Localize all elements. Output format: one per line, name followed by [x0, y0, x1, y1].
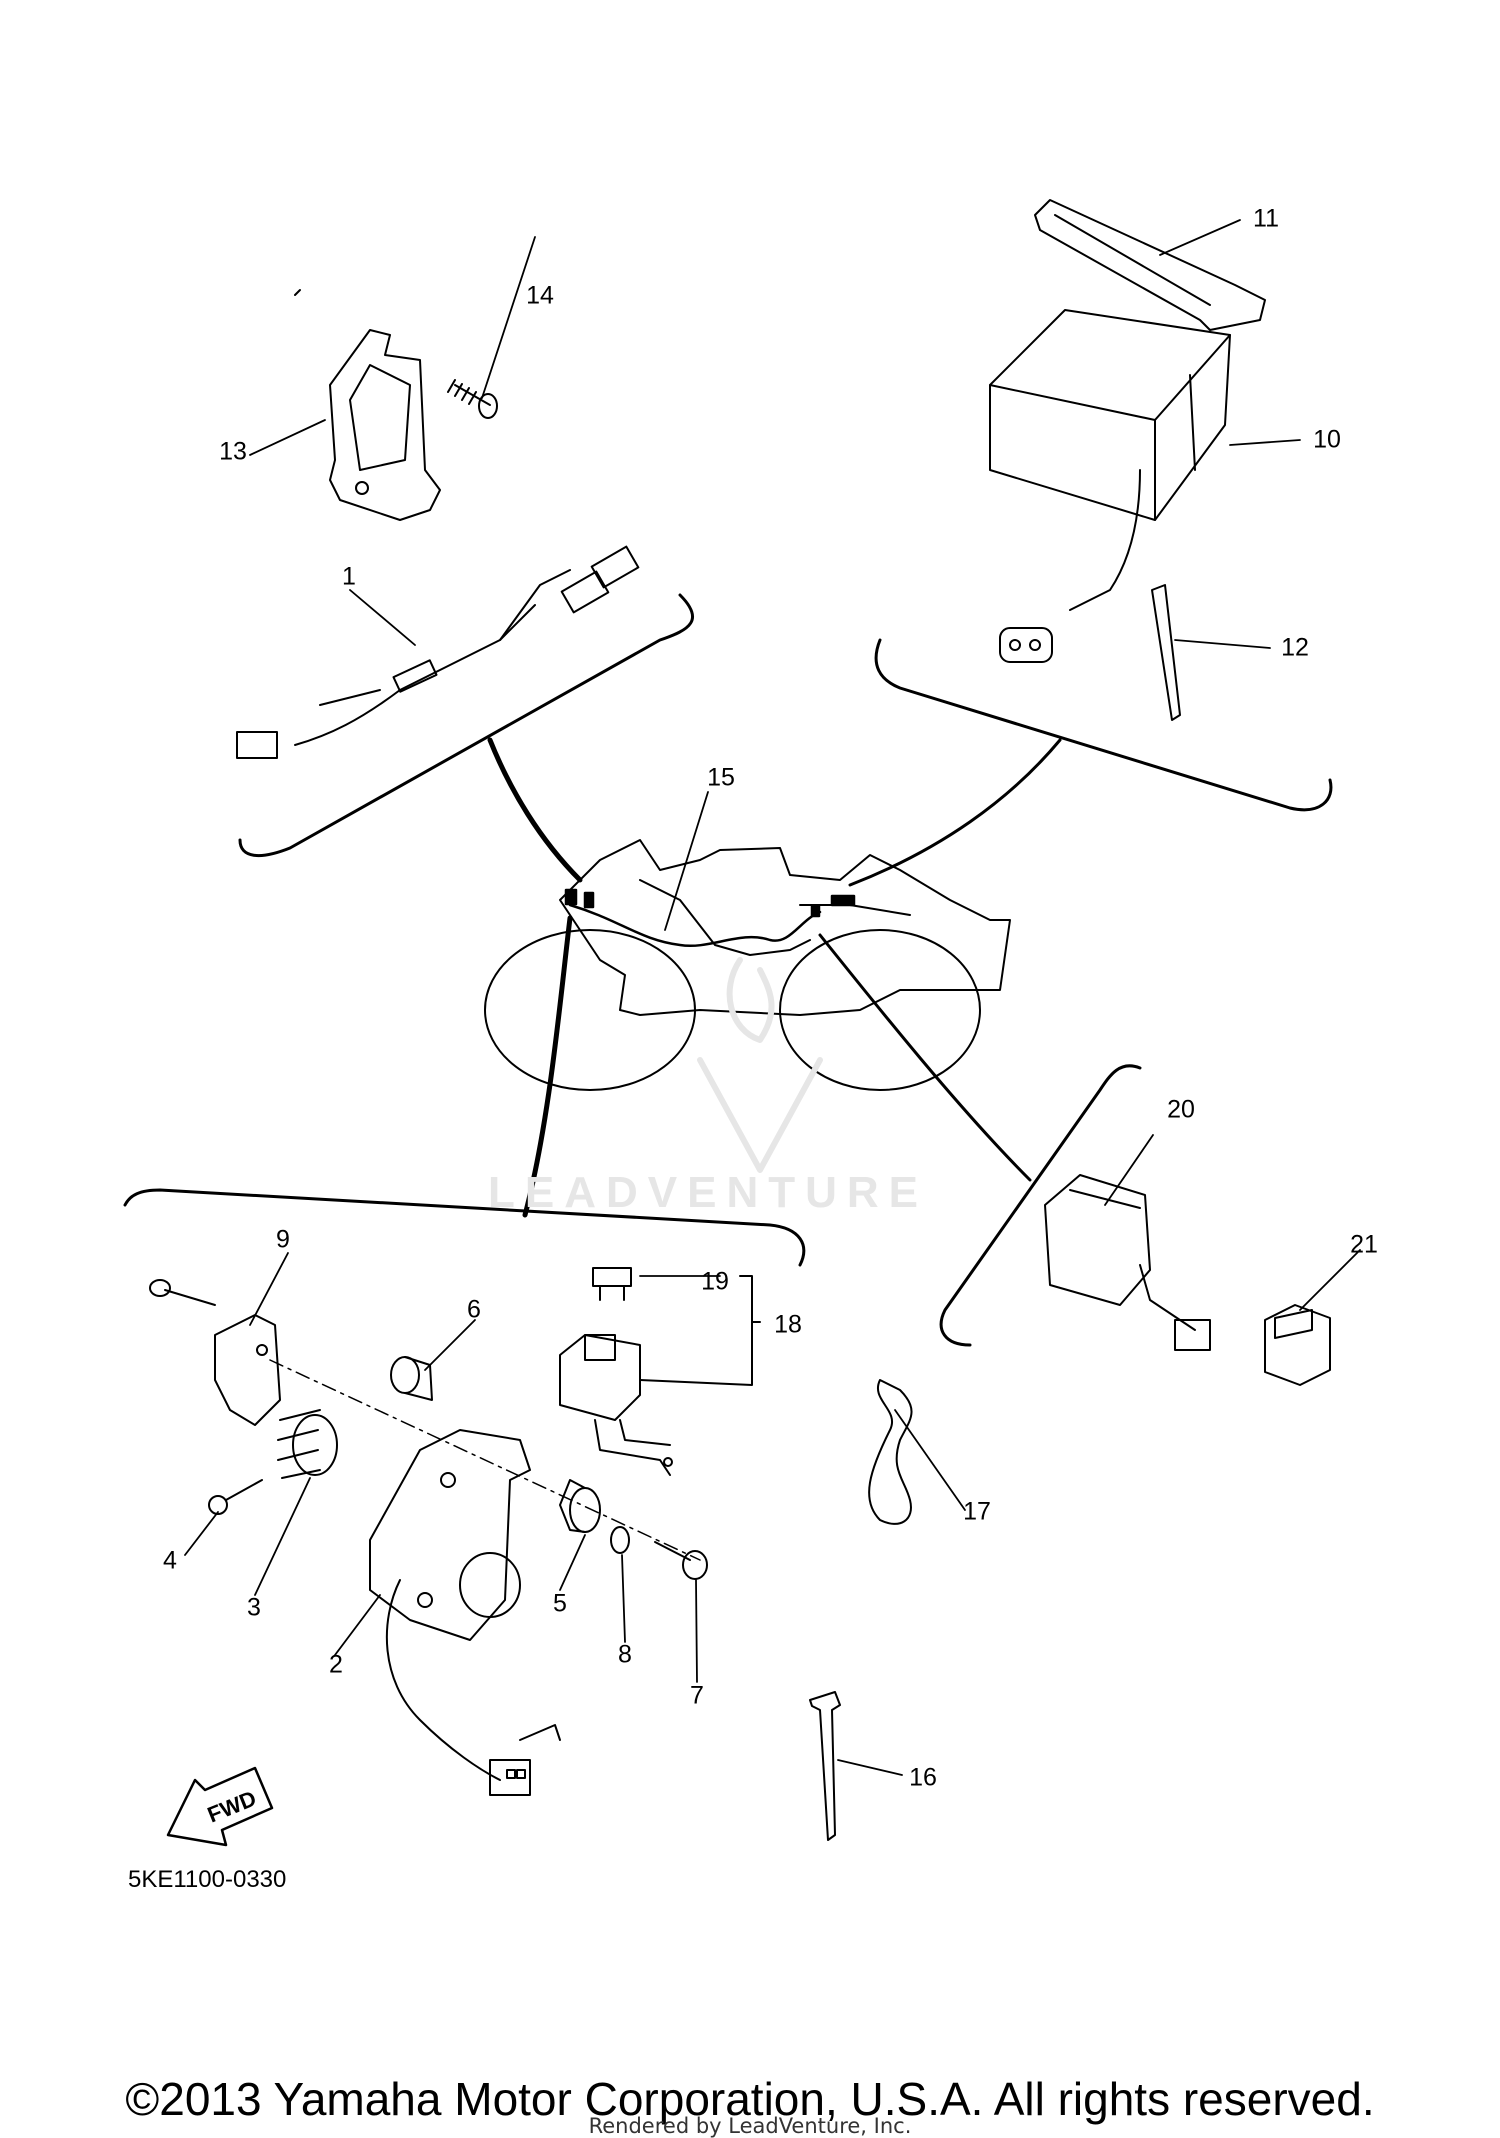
detail-panel-upper-right: [848, 638, 1333, 887]
callout-15[interactable]: 15: [707, 763, 735, 792]
watermark-text: LEADVENTURE: [488, 1168, 929, 1217]
collar-6-part: [390, 1356, 433, 1401]
callout-1[interactable]: 1: [342, 562, 356, 591]
cable-tie-16-part: [809, 1691, 841, 1841]
callout-8[interactable]: 8: [618, 1640, 632, 1669]
rendered-by-credit: Rendered by LeadVenture, Inc.: [588, 2114, 912, 2138]
relay-18-part: [559, 1334, 673, 1476]
harness-connector-a: [564, 888, 578, 906]
watermark-logo: [697, 957, 823, 1173]
wire-harness: [568, 903, 822, 948]
callout-18[interactable]: 18: [774, 1310, 802, 1339]
callout-10[interactable]: 10: [1313, 425, 1341, 454]
rectifier-regulator-part: [294, 289, 441, 521]
ignition-coil-20-part: [1044, 1174, 1211, 1351]
harness-connector-b: [583, 891, 595, 909]
callout-11[interactable]: 11: [1253, 204, 1279, 233]
detail-panel-lower-left: [123, 915, 806, 1267]
callout-14[interactable]: 14: [526, 281, 554, 310]
callout-19[interactable]: 19: [701, 1267, 729, 1296]
callout-13[interactable]: 13: [219, 437, 247, 466]
callout-6[interactable]: 6: [467, 1295, 481, 1324]
diagram-code: 5KE1100-0330: [128, 1866, 287, 1893]
harness-connector-d: [830, 894, 856, 907]
relay-2-part: [369, 1429, 561, 1796]
bracket-18: [639, 1275, 761, 1386]
fuse-19-part: [592, 1267, 632, 1301]
holder-9-part: [149, 1279, 281, 1426]
washer-8-part: [610, 1526, 630, 1554]
callout-7[interactable]: 7: [690, 1681, 704, 1710]
harness-connector-c: [810, 904, 821, 918]
clamp-17-part: [868, 1379, 913, 1525]
fwd-arrow: [166, 1766, 274, 1847]
bolt-7-part: [654, 1541, 708, 1580]
detail-panel-upper-left: [238, 593, 694, 883]
coil-3-part: [277, 1409, 338, 1479]
callout-17[interactable]: 17: [963, 1497, 991, 1526]
battery-part: [989, 309, 1231, 663]
callout-21[interactable]: 21: [1350, 1230, 1378, 1259]
screw-4-part: [208, 1479, 263, 1515]
copyright-notice: ©2013 Yamaha Motor Corporation, U.S.A. A…: [125, 2073, 1375, 2125]
relay-21-part: [1264, 1304, 1331, 1386]
grommet-5-part: [559, 1479, 601, 1533]
detail-panel-lower-right: [818, 933, 1142, 1347]
callout-9[interactable]: 9: [276, 1225, 290, 1254]
callout-5[interactable]: 5: [553, 1589, 567, 1618]
callout-16[interactable]: 16: [909, 1763, 937, 1792]
battery-band-part: [1034, 199, 1266, 331]
assembly-axis: [269, 1359, 701, 1561]
callout-20[interactable]: 20: [1167, 1095, 1195, 1124]
callout-2[interactable]: 2: [329, 1650, 343, 1679]
bolt-14-part: [447, 379, 498, 419]
callout-12[interactable]: 12: [1281, 633, 1309, 662]
callout-4[interactable]: 4: [163, 1546, 177, 1575]
callout-3[interactable]: 3: [247, 1593, 261, 1622]
cable-tie-12-part: [1151, 584, 1181, 721]
lead-wire-part: [236, 545, 640, 759]
leader-lines: [184, 219, 1361, 1776]
